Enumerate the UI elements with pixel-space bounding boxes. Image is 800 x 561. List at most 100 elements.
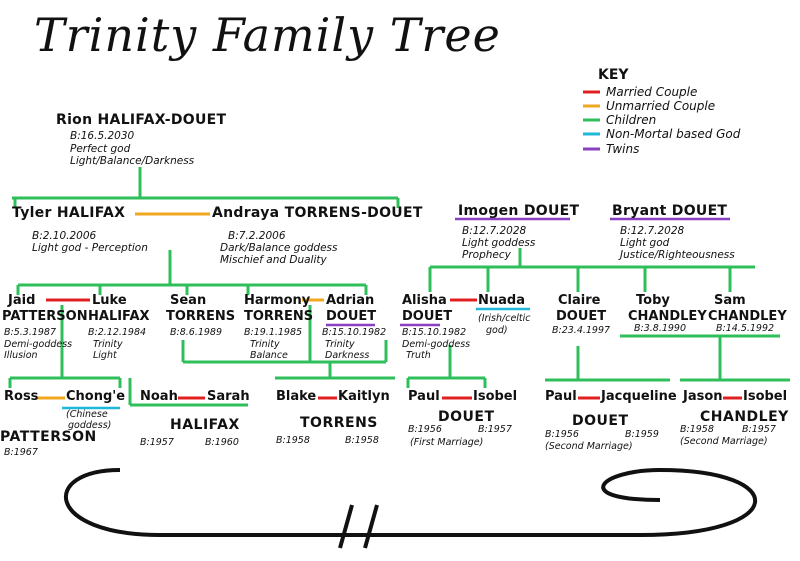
couple-1-surname: HALIFAX	[170, 417, 240, 433]
person-toby-last: CHANDLEY	[628, 309, 707, 324]
key-label-children: Children	[606, 113, 657, 127]
swirl-hash-2	[363, 504, 379, 549]
couple-1-born-b: B:1960	[205, 437, 239, 448]
couple-5-a: Jason	[683, 389, 723, 404]
couple-0-note2: goddess)	[68, 420, 112, 431]
person-imogen-desc1: Light goddess	[462, 237, 536, 249]
couple-1-a: Noah	[140, 389, 178, 404]
person-luke-first: Luke	[92, 293, 127, 308]
person-bryant-desc1: Light god	[620, 237, 670, 249]
person-sean-last: TORRENS	[166, 309, 236, 324]
couple-3-surname: DOUET	[438, 409, 495, 425]
couple-3-born-a: B:1956	[408, 424, 442, 435]
key-heading: KEY	[598, 67, 629, 83]
couple-5-born-b: B:1957	[742, 424, 776, 435]
person-harmony-first: Harmony	[244, 293, 311, 308]
couple-5-surname: CHANDLEY	[700, 409, 789, 425]
person-andraya-desc1: Dark/Balance goddess	[220, 242, 338, 254]
couple-3-marriage: (First Marriage)	[410, 437, 484, 448]
person-jaid-desc1: Demi-goddess	[4, 339, 73, 350]
person-rion-desc2: Light/Balance/Darkness	[70, 155, 195, 167]
couple-4-a: Paul	[545, 389, 577, 404]
person-adrian-born: B:15.10.1982	[322, 327, 387, 338]
person-imogen-born: B:12.7.2028	[462, 225, 527, 237]
couple-5-b: Isobel	[743, 389, 788, 404]
person-adrian-desc2: Darkness	[325, 350, 370, 361]
key-label-nonmortal: Non-Mortal based God	[606, 127, 741, 141]
person-nuada-first: Nuada	[478, 293, 525, 308]
couple-1-born-a: B:1957	[140, 437, 174, 448]
couple-2-surname: TORRENS	[300, 415, 378, 431]
page-title: Trinity Family Tree	[34, 8, 501, 62]
person-luke-born: B:2.12.1984	[88, 327, 147, 338]
person-bryant-name: Bryant DOUET	[612, 203, 728, 219]
couple-0-b: Chong'e	[66, 389, 126, 404]
couple-0-a: Ross	[4, 389, 39, 404]
person-imogen-name: Imogen DOUET	[458, 203, 580, 219]
person-adrian-desc1: Trinity	[325, 339, 355, 350]
couple-0-note1: (Chinese	[66, 409, 108, 420]
person-jaid-first: Jaid	[8, 293, 36, 308]
person-alisha-desc2: Truth	[406, 350, 431, 361]
couple-2-a: Blake	[276, 389, 317, 404]
person-imogen-desc2: Prophecy	[462, 249, 511, 261]
person-adrian-first: Adrian	[326, 293, 375, 308]
couple-4-b: Jacqueline	[601, 389, 677, 404]
person-bryant-desc2: Justice/Righteousness	[620, 249, 735, 261]
person-alisha-desc1: Demi-goddess	[402, 339, 471, 350]
key-label-unmarried: Unmarried Couple	[606, 99, 716, 113]
person-sam-last: CHANDLEY	[708, 309, 787, 324]
couple-3-born-b: B:1957	[478, 424, 512, 435]
person-andraya-born: B:7.2.2006	[228, 230, 286, 242]
person-sean-first: Sean	[170, 293, 207, 308]
person-harmony-desc2: Balance	[250, 350, 288, 361]
person-rion-born: B:16.5.2030	[70, 130, 135, 142]
person-adrian-last: DOUET	[326, 309, 377, 324]
key-label-twins: Twins	[606, 142, 640, 156]
person-harmony-desc1: Trinity	[250, 339, 280, 350]
person-claire-first: Claire	[558, 293, 601, 308]
person-rion-desc1: Perfect god	[70, 143, 131, 155]
person-luke-last: HALIFAX	[88, 309, 150, 324]
person-alisha-born: B:15.10.1982	[402, 327, 467, 338]
couple-2-b: Kaitlyn	[338, 389, 390, 404]
couple-0-surname: PATTERSON	[0, 429, 97, 445]
person-jaid-last: PATTERSON	[2, 309, 88, 324]
person-sam-first: Sam	[714, 293, 746, 308]
decorative-swirl	[64, 467, 758, 537]
couple-0-born-a: B:1967	[4, 447, 38, 458]
key-label-married: Married Couple	[606, 85, 698, 99]
person-harmony-born: B:19.1.1985	[244, 327, 303, 338]
couple-4-surname: DOUET	[572, 413, 629, 429]
person-tyler-desc1: Light god - Perception	[32, 242, 148, 254]
person-andraya-name: Andraya TORRENS-DOUET	[212, 205, 423, 221]
person-claire-last: DOUET	[556, 309, 607, 324]
person-bryant-born: B:12.7.2028	[620, 225, 685, 237]
person-toby-first: Toby	[636, 293, 670, 308]
person-alisha-last: DOUET	[402, 309, 453, 324]
couple-4-born-a: B:1956	[545, 429, 579, 440]
person-tyler-name: Tyler HALIFAX	[12, 205, 126, 221]
person-harmony-last: TORRENS	[244, 309, 314, 324]
couple-4-born-b: B:1959	[625, 429, 659, 440]
person-toby-born: B:3.8.1990	[634, 323, 687, 334]
couple-4-marriage: (Second Marriage)	[545, 441, 633, 452]
person-sam-born: B:14.5.1992	[716, 323, 775, 334]
couple-2-born-a: B:1958	[276, 435, 310, 446]
person-luke-desc2: Light	[93, 350, 117, 361]
couple-1-b: Sarah	[207, 389, 250, 404]
person-rion-name: Rion HALIFAX-DOUET	[56, 112, 227, 128]
couple-3-b: Isobel	[473, 389, 518, 404]
person-claire-born: B:23.4.1997	[552, 325, 611, 336]
person-jaid-born: B:5.3.1987	[4, 327, 57, 338]
couple-5-marriage: (Second Marriage)	[680, 436, 768, 447]
person-luke-desc1: Trinity	[93, 339, 123, 350]
swirl-hash-1	[338, 504, 354, 549]
person-sean-born: B:8.6.1989	[170, 327, 223, 338]
person-tyler-born: B:2.10.2006	[32, 230, 97, 242]
couple-5-born-a: B:1958	[680, 424, 714, 435]
person-andraya-desc2: Mischief and Duality	[220, 254, 327, 266]
person-nuada-desc1: (Irish/celtic	[478, 313, 531, 324]
